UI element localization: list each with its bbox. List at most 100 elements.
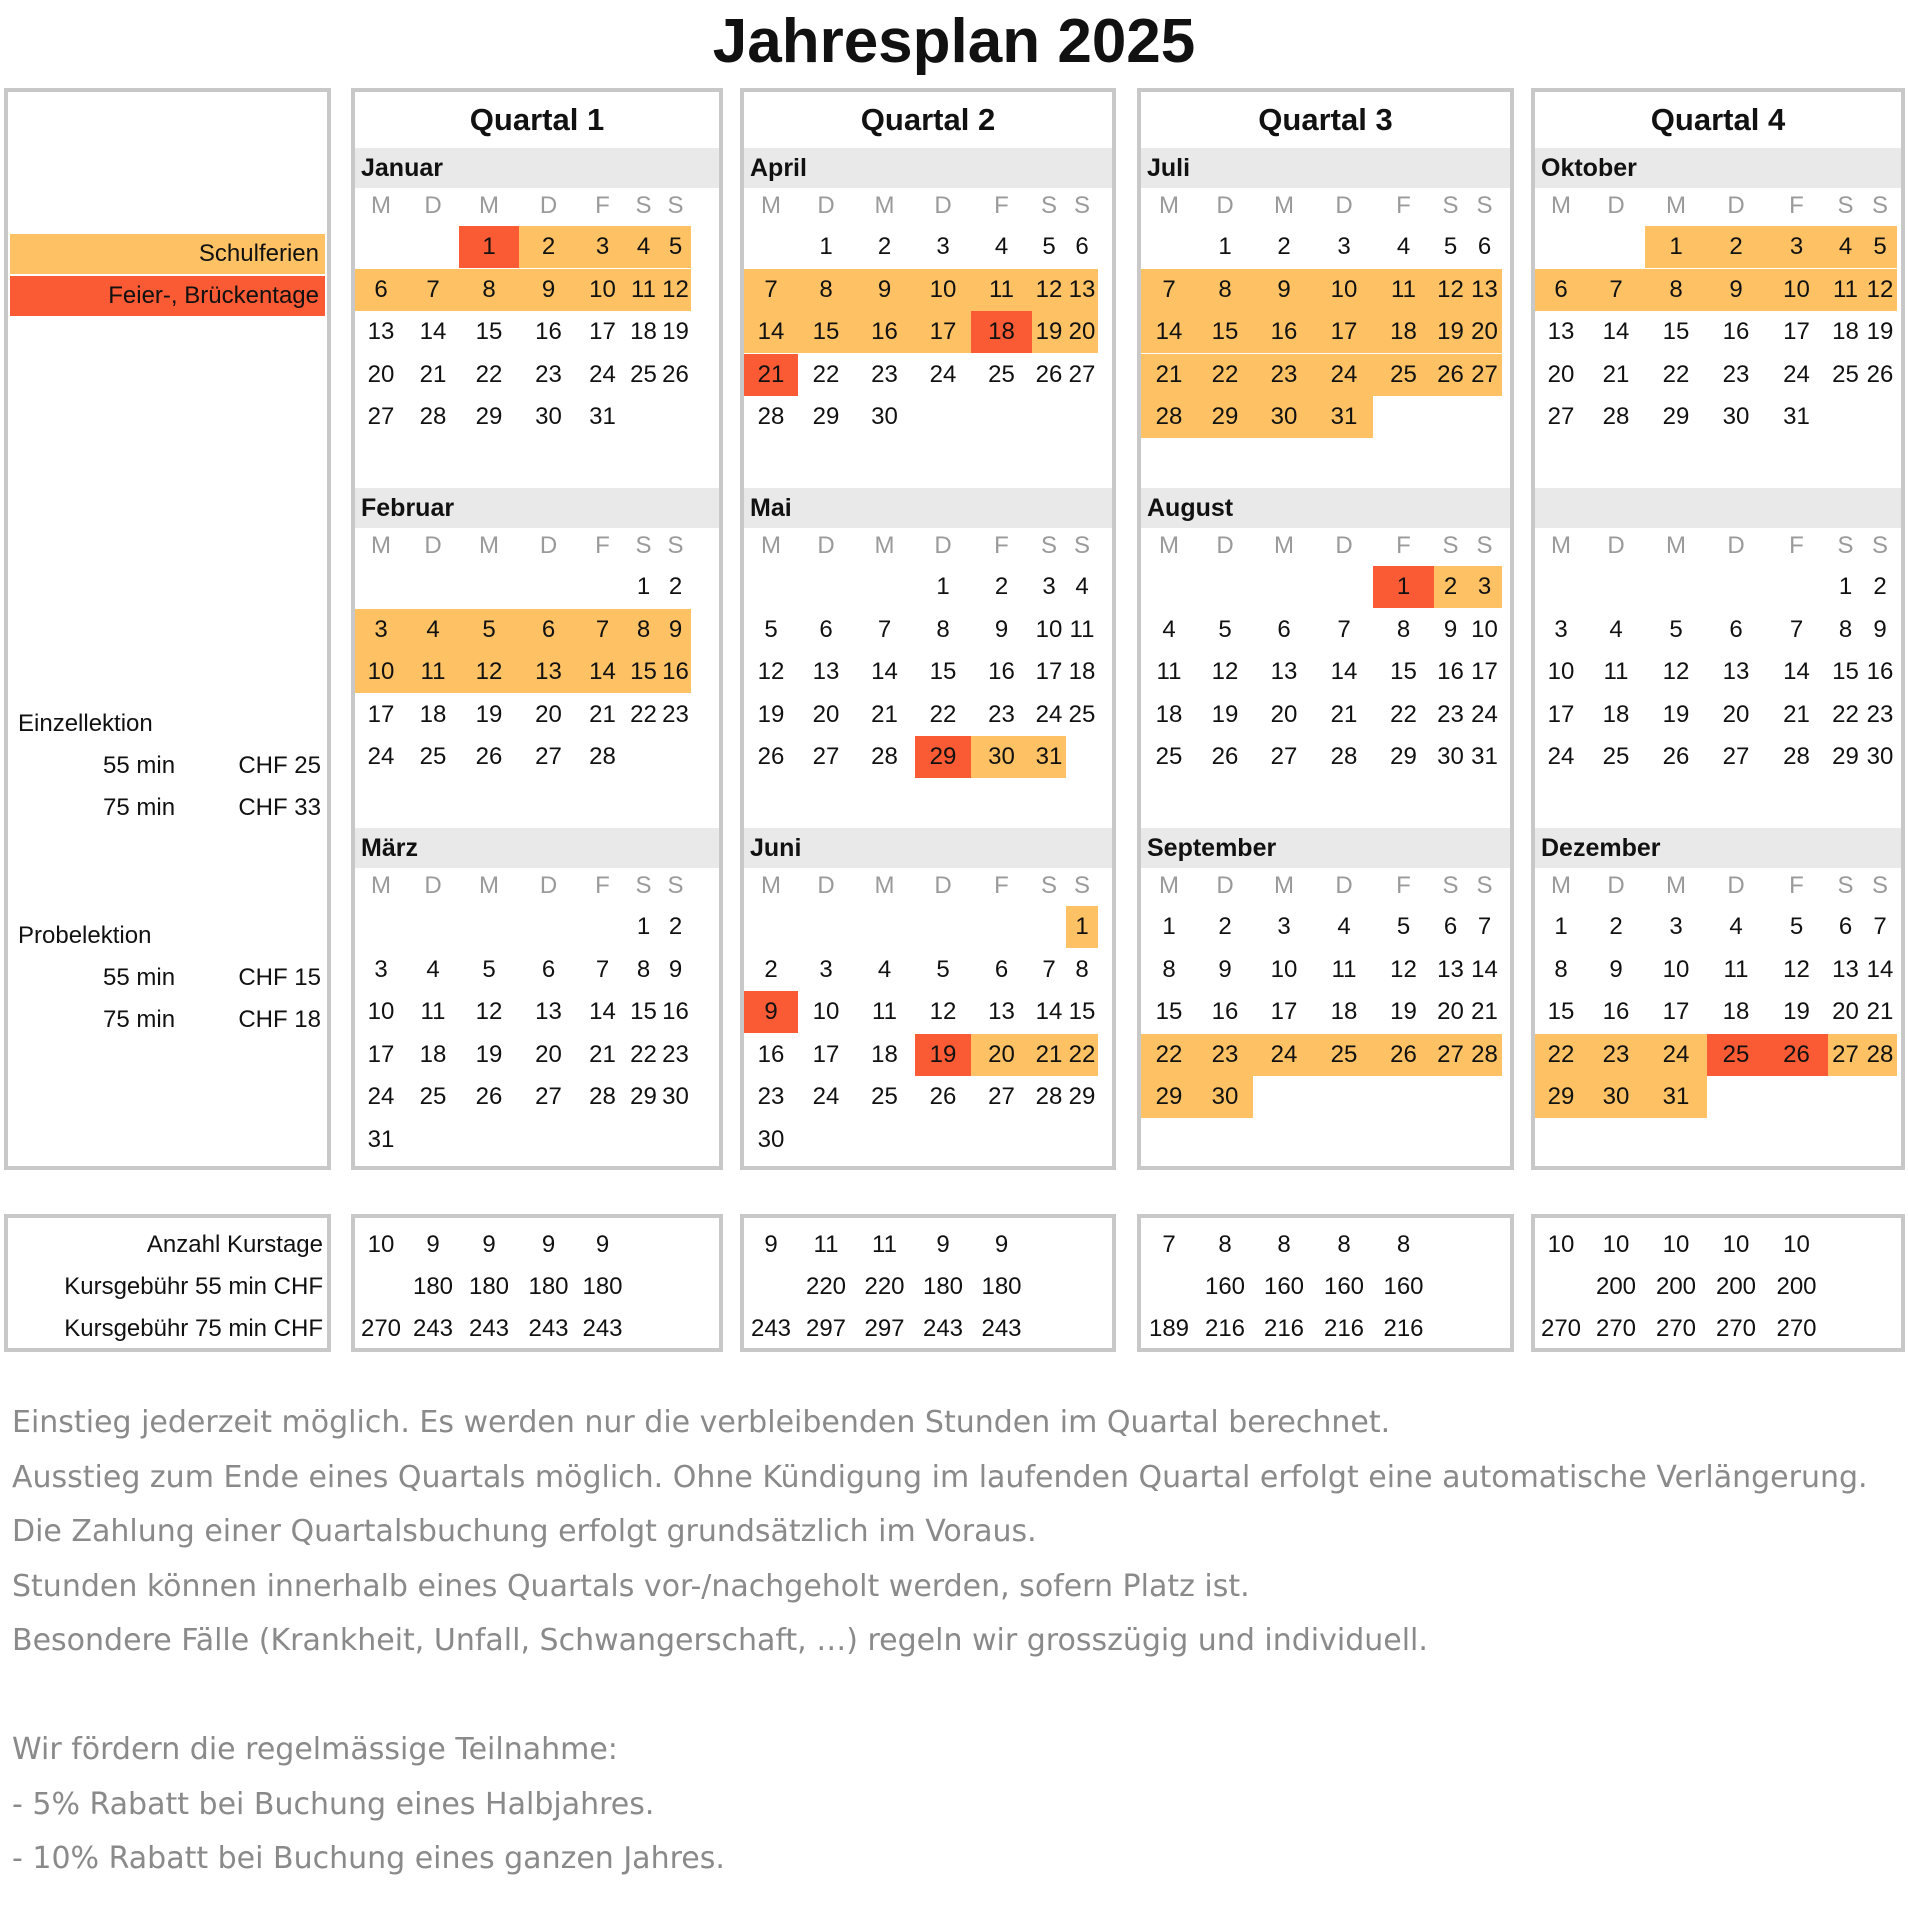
day-cell: 8 — [1162, 955, 1176, 983]
day-cell: 26 — [1373, 1033, 1434, 1076]
day-cell: 14 — [419, 318, 447, 345]
month-name: September — [1147, 834, 1277, 862]
day-cell: 16 — [535, 318, 562, 345]
day-cell: 28 — [1035, 1083, 1063, 1110]
day-cell: 19 — [1662, 700, 1690, 728]
day-cell: 2 — [1218, 913, 1232, 940]
day-cell: 12 — [660, 268, 691, 311]
day-cell: 26 — [1211, 743, 1239, 770]
day-cell: 13 — [1066, 268, 1098, 311]
weekday-label: M — [1551, 872, 1571, 899]
kurstage-count: 9 — [482, 1231, 496, 1258]
weekday-label: M — [371, 872, 391, 899]
day-cell: 24 — [1315, 353, 1373, 396]
day-cell: 16 — [854, 311, 915, 353]
kurstage-count: 10 — [1547, 1231, 1575, 1258]
day-cell: 13 — [519, 651, 578, 693]
day-cell: 21 — [744, 353, 798, 396]
day-cell: 22 — [475, 360, 503, 388]
month-name: Mai — [750, 494, 792, 522]
probelektion-duration: 55 min — [103, 964, 176, 991]
day-cell: 18 — [1373, 311, 1434, 353]
day-cell: 19 — [1783, 998, 1810, 1025]
day-cell: 19 — [1434, 311, 1467, 353]
day-cell: 17 — [367, 1040, 395, 1068]
day-cell: 8 — [636, 955, 651, 983]
day-cell: 20 — [535, 700, 562, 728]
day-cell: 5 — [936, 955, 950, 983]
day-cell: 21 — [1141, 353, 1197, 396]
day-cell: 23 — [1722, 360, 1750, 388]
day-cell: 19 — [662, 318, 689, 345]
day-cell: 17 — [1035, 658, 1063, 685]
day-cell: 18 — [419, 1040, 447, 1068]
day-cell: 23 — [757, 1083, 785, 1110]
day-cell: 9 — [1609, 955, 1623, 983]
day-cell: 13 — [1437, 955, 1464, 983]
day-cell: 4 — [1337, 913, 1351, 940]
day-cell: 28 — [1330, 743, 1358, 770]
day-cell: 3 — [936, 233, 950, 260]
day-cell: 14 — [589, 998, 616, 1025]
weekday-label: F — [595, 192, 610, 219]
day-cell: 11 — [1331, 955, 1357, 983]
kursgebuehr-value — [355, 1266, 407, 1308]
weekday-label: D — [1216, 872, 1234, 899]
day-cell: 11 — [407, 651, 459, 693]
weekday-label: F — [1396, 872, 1411, 899]
day-cell: 23 — [988, 700, 1015, 728]
day-cell: 3 — [819, 955, 833, 983]
day-cell: 16 — [1722, 318, 1750, 345]
day-cell: 19 — [1866, 318, 1894, 345]
day-cell: 14 — [578, 651, 627, 693]
day-cell: 10 — [915, 268, 971, 311]
day-cell: 12 — [1390, 955, 1417, 983]
day-cell: 6 — [819, 615, 833, 643]
kursgebuehr-value — [1141, 1266, 1197, 1308]
day-cell: 19 — [1390, 998, 1417, 1025]
quarter-title: Quartal 1 — [469, 102, 605, 137]
day-cell: 23 — [1437, 700, 1464, 728]
day-cell: 18 — [1722, 998, 1750, 1025]
day-cell: 4 — [1609, 615, 1623, 643]
kursgebuehr-value: 243 — [528, 1315, 569, 1342]
day-cell: 13 — [1270, 658, 1298, 685]
day-cell: 12 — [1863, 268, 1897, 311]
day-cell: 19 — [757, 700, 785, 728]
day-cell: 14 — [1866, 955, 1894, 983]
day-cell: 28 — [871, 743, 898, 770]
day-cell: 2 — [1707, 226, 1765, 268]
weekday-label: M — [1551, 192, 1571, 219]
day-cell: 30 — [662, 1083, 689, 1110]
weekday-label: S — [635, 192, 652, 219]
weekday-label: F — [1789, 872, 1804, 899]
day-cell: 1 — [1838, 573, 1853, 600]
day-cell: 23 — [1253, 353, 1315, 396]
kursgebuehr-value: 220 — [805, 1273, 847, 1300]
month-header: Dezember — [1535, 828, 1901, 868]
day-cell: 15 — [1662, 318, 1690, 345]
weekday-label: M — [874, 532, 895, 559]
day-cell: 31 — [1032, 736, 1066, 778]
einzellektion-title: Einzellektion — [18, 710, 153, 737]
day-cell: 27 — [812, 743, 840, 770]
kursgebuehr-value: 160 — [1323, 1273, 1365, 1300]
day-cell: 18 — [871, 1040, 898, 1068]
day-cell: 29 — [915, 736, 971, 778]
day-cell: 27 — [1547, 403, 1575, 430]
kursgebuehr-value: 243 — [922, 1315, 964, 1342]
day-cell: 1 — [936, 573, 950, 600]
day-cell: 13 — [1547, 318, 1575, 345]
day-cell: 3 — [578, 226, 627, 268]
weekday-label: M — [479, 532, 499, 559]
month-name: Juni — [750, 834, 802, 862]
day-cell: 30 — [1437, 743, 1464, 770]
month-name: August — [1147, 494, 1234, 522]
kursgebuehr-value: 216 — [1263, 1315, 1305, 1342]
day-cell: 18 — [971, 311, 1032, 353]
day-cell: 5 — [459, 608, 519, 651]
day-cell: 3 — [1554, 615, 1568, 643]
kursgebuehr-value: 243 — [981, 1315, 1022, 1342]
